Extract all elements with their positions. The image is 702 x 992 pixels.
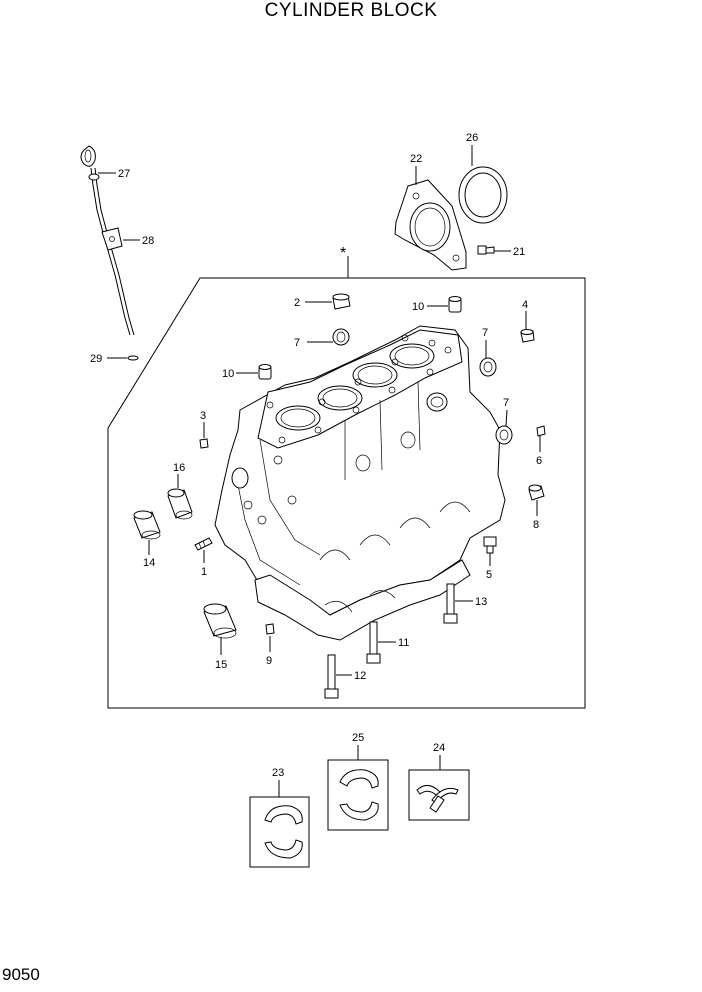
cylinder-block [214, 325, 506, 641]
part-plug [332, 293, 351, 310]
part-oil-dipstick [80, 145, 135, 336]
callout-c4: 4 [522, 299, 528, 311]
callout-c11: 11 [398, 637, 409, 649]
callout-c7b: 7 [482, 327, 488, 339]
callout-c25: 25 [352, 732, 364, 744]
callout-c12: 12 [354, 670, 366, 682]
callout-c21: 21 [513, 246, 525, 258]
part-pin-9 [265, 623, 275, 635]
part-plug-10-top [448, 296, 462, 313]
bearing-kit-25 [327, 759, 389, 831]
callout-c7c: 7 [503, 397, 509, 409]
bearing-kit-23 [249, 796, 310, 868]
callout-c5: 5 [486, 569, 492, 581]
callout-c7a: 7 [294, 337, 300, 349]
part-bolt-11 [366, 621, 381, 664]
callout-c2: 2 [294, 297, 300, 309]
callout-c6: 6 [536, 455, 542, 467]
part-plug-5 [483, 536, 497, 554]
part-o-ring-29 [127, 355, 139, 361]
part-oil-seal [458, 166, 508, 224]
callout-c23: 23 [272, 767, 284, 779]
callout-c16: 16 [173, 462, 185, 474]
part-bolt-13 [443, 583, 458, 624]
assembly-marker: * [340, 245, 346, 262]
callout-c27: 27 [118, 168, 130, 180]
callout-c15: 15 [215, 659, 227, 671]
callout-c1: 1 [201, 566, 207, 578]
part-plug-10-left [258, 364, 272, 380]
part-cap-7-left [332, 328, 350, 346]
callout-c24: 24 [433, 742, 445, 754]
callout-c9: 9 [266, 655, 272, 667]
page-number: 9050 [2, 965, 40, 984]
part-cap-7-right-upper [479, 357, 497, 377]
part-bushing-14 [133, 510, 161, 540]
part-oil-seal-case [394, 179, 467, 271]
callout-c8: 8 [533, 519, 539, 531]
part-bolt-12 [324, 654, 339, 699]
assembly-boundary [107, 277, 586, 709]
part-sleeve-8 [528, 484, 545, 501]
part-plug-4 [520, 329, 535, 343]
part-stud-1 [194, 537, 213, 551]
part-cap-7-right-lower [495, 425, 513, 445]
callout-c10b: 10 [222, 368, 234, 380]
part-pin-6 [536, 425, 546, 437]
callout-c10a: 10 [412, 301, 424, 313]
part-pin-3 [199, 438, 209, 449]
part-bushing-15 [203, 603, 237, 639]
callout-c22: 22 [410, 153, 422, 165]
bearing-kit-24 [408, 769, 470, 821]
callout-c3: 3 [200, 410, 206, 422]
callout-c26: 26 [466, 132, 478, 144]
page-title: CYLINDER BLOCK [264, 0, 438, 21]
callout-c13: 13 [475, 596, 487, 608]
part-bushing-16 [167, 488, 193, 520]
callout-c28: 28 [142, 235, 154, 247]
callout-c14: 14 [143, 557, 155, 569]
part-bolt-21 [477, 245, 495, 255]
callout-c29: 29 [90, 353, 102, 365]
